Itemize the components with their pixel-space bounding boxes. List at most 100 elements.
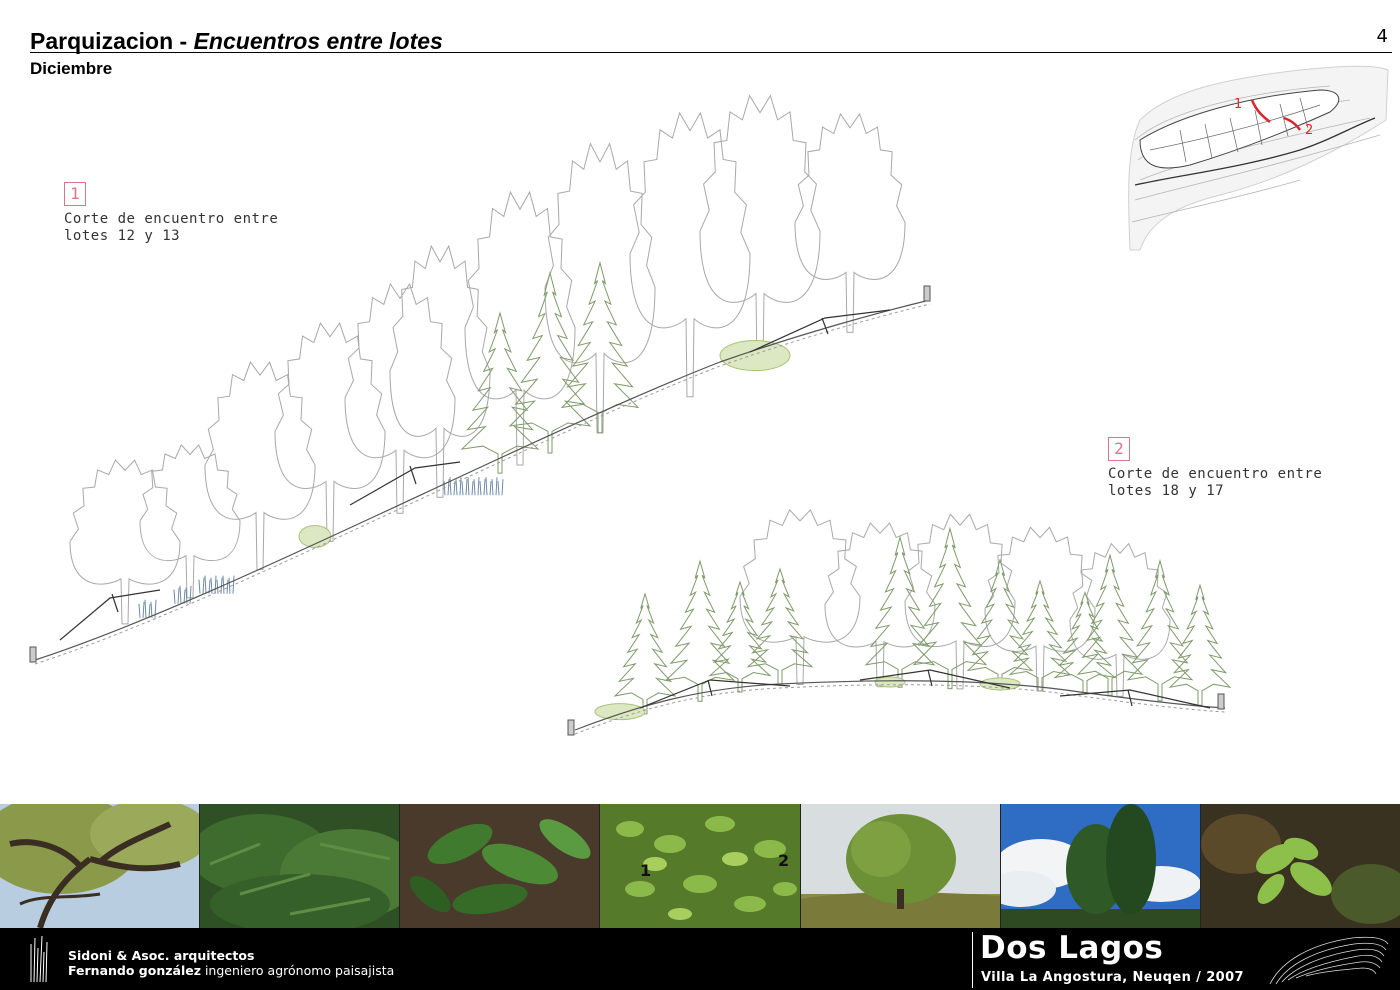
photo-small-leaves: 1 2 — [599, 804, 800, 928]
page-number: 4 — [1376, 26, 1388, 47]
section-1-reeds — [138, 477, 504, 618]
project-location: Villa La Angostura, Neuqen / 2007 — [981, 970, 1244, 985]
section-2-fences — [639, 669, 1211, 709]
reed — [491, 479, 494, 496]
reed — [232, 575, 235, 594]
photo-conifer-foliage — [199, 804, 400, 928]
section-1-fences — [59, 309, 891, 641]
section-1-ground-line — [34, 299, 931, 661]
reed — [477, 477, 480, 496]
reed — [467, 477, 470, 496]
site-map-icon — [1269, 936, 1389, 985]
reed — [449, 477, 452, 496]
section-2-post-left — [567, 719, 575, 736]
broadleaf-tree — [1069, 542, 1171, 697]
reed — [228, 577, 231, 594]
title-subtitle: Encuentros entre lotes — [193, 28, 443, 54]
reed — [465, 479, 468, 496]
section-2-number: 2 — [1108, 437, 1130, 461]
broadleaf-tree — [794, 112, 906, 333]
credits: Sidoni & Asoc. arquitectos Fernando gonz… — [68, 948, 394, 978]
reed — [179, 585, 182, 604]
conifer-tree — [508, 270, 592, 454]
photo-glossy-leaves — [399, 804, 600, 928]
shrub — [874, 676, 906, 688]
conifer-tree — [708, 580, 772, 693]
reed — [495, 477, 498, 496]
reed — [461, 481, 464, 496]
section-2-ground-dashed — [574, 684, 1226, 735]
footer-divider — [972, 932, 973, 988]
section-2-shrubs — [594, 676, 1021, 721]
section-1-shrubs — [298, 340, 791, 548]
section-2-post-right — [1217, 693, 1225, 710]
key-map-highlight-2 — [1283, 116, 1302, 131]
reed — [471, 481, 474, 496]
section-1-drawing — [29, 94, 931, 665]
section-drawings: 1 2 — [29, 65, 1389, 736]
reed — [485, 477, 488, 496]
photo-label-2: 2 — [778, 851, 789, 870]
broadleaf-tree — [629, 111, 751, 398]
section-2-caption: Corte de encuentro entre lotes 18 y 17 — [1108, 466, 1322, 500]
reed — [214, 575, 217, 594]
section-1-post-right — [923, 285, 931, 302]
reed — [198, 579, 201, 594]
photo-tree-branches — [0, 804, 200, 928]
reed — [497, 481, 500, 496]
broadleaf-tree — [69, 459, 181, 625]
broadleaf-tree — [464, 190, 576, 466]
broadleaf-tree — [904, 513, 1016, 690]
broadleaf-tree — [699, 94, 821, 370]
section-2-trees — [739, 509, 1171, 697]
reed — [142, 601, 145, 618]
key-map-highlight-1 — [1250, 99, 1271, 123]
reed — [173, 589, 176, 604]
broadleaf-tree — [984, 526, 1096, 692]
footer: Sidoni & Asoc. arquitectos Fernando gonz… — [0, 928, 1400, 990]
page-month: Diciembre — [30, 59, 113, 78]
section-1-caption-line1: Corte de encuentro entre — [64, 211, 279, 227]
agronomist-role: ingeniero agrónomo paisajista — [200, 963, 395, 978]
conifer-tree — [746, 567, 814, 685]
reed — [204, 575, 207, 594]
photo-strip: 1 2 — [0, 804, 1400, 928]
reed — [473, 479, 476, 496]
broadleaf-tree — [344, 282, 456, 514]
section-1-caption-line2: lotes 12 y 13 — [64, 228, 181, 244]
photo-lone-tree-field — [799, 804, 1000, 928]
conifer-tree — [1126, 558, 1194, 702]
broadleaf-tree — [739, 509, 861, 686]
photo-label-1: 1 — [640, 861, 651, 880]
reed — [501, 479, 504, 496]
section-1-trees — [69, 94, 906, 625]
reed — [150, 601, 153, 618]
reed — [148, 603, 151, 618]
reed — [479, 481, 482, 496]
broadleaf-tree — [389, 244, 491, 498]
broadleaf-tree — [274, 322, 386, 542]
broadleaf-tree — [139, 443, 241, 599]
section-1-ground-dashed — [34, 303, 931, 665]
section-1-number: 1 — [64, 182, 86, 206]
section-2-caption-line2: lotes 18 y 17 — [1108, 483, 1225, 499]
key-map-label-1: 1 — [1234, 97, 1242, 112]
conifer-tree — [560, 260, 640, 434]
section-2-caption-line1: Corte de encuentro entre — [1108, 466, 1323, 482]
firm-logo-icon — [30, 935, 48, 983]
reed — [483, 479, 486, 496]
broadleaf-tree — [204, 361, 316, 571]
shrub — [594, 703, 646, 721]
reed — [189, 585, 192, 604]
key-map: 1 2 — [1128, 65, 1389, 251]
photo-young-leaves — [1199, 804, 1400, 928]
reed — [177, 587, 180, 604]
section-2-ground-line — [574, 680, 1226, 731]
conifer-tree — [1008, 579, 1072, 692]
reed — [226, 579, 229, 594]
page-title: Parquizacion - Encuentros entre lotes — [30, 28, 443, 55]
reed — [183, 589, 186, 604]
title-main: Parquizacion - — [30, 28, 194, 54]
reed — [202, 577, 205, 594]
reed — [455, 479, 458, 496]
